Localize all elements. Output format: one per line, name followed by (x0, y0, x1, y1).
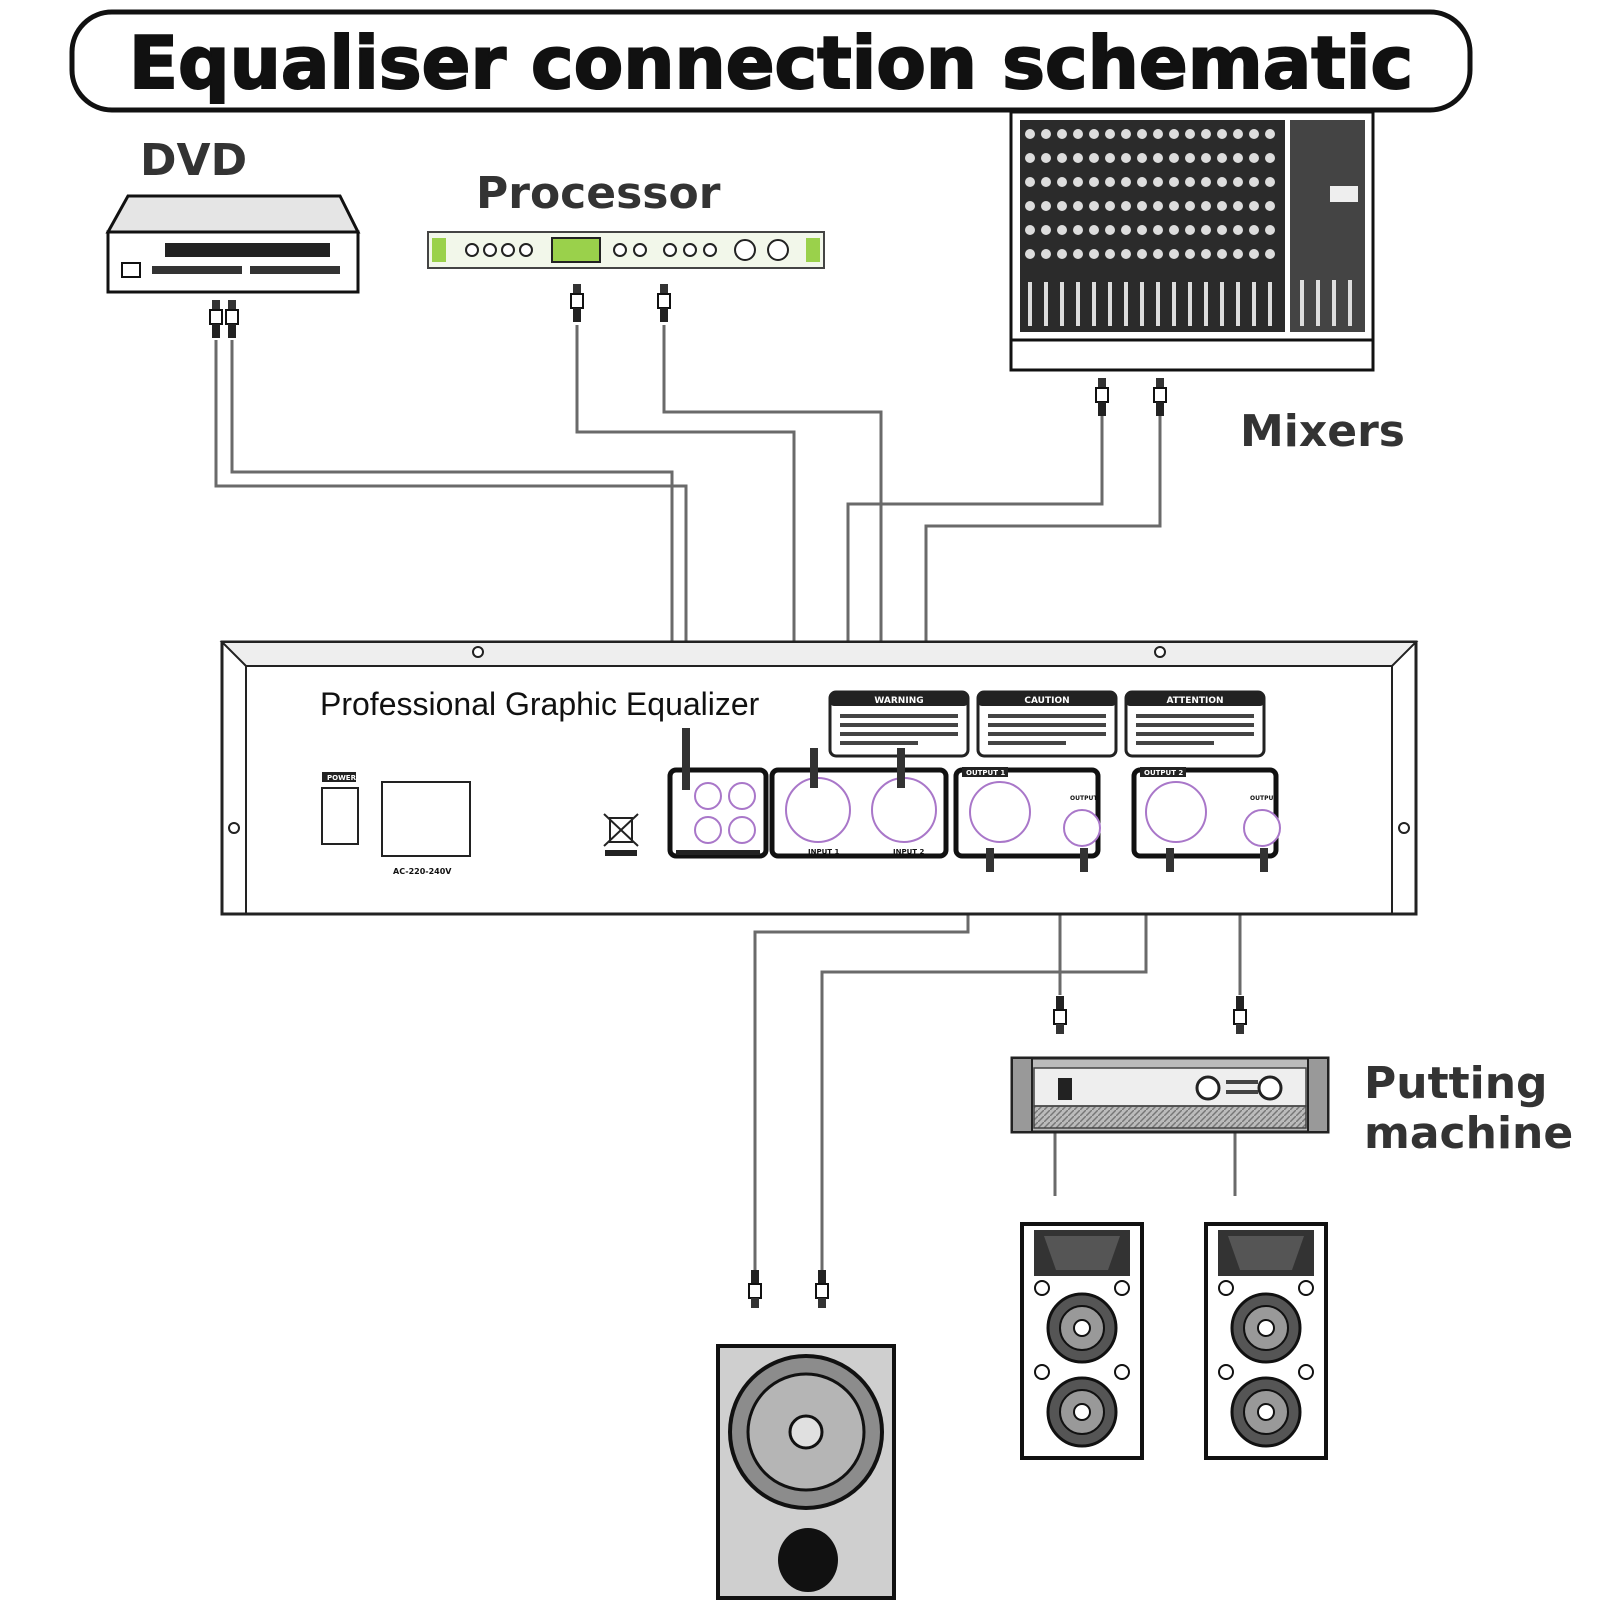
plug-mixer-1 (1095, 377, 1109, 417)
speaker-left (1020, 1222, 1144, 1460)
cable-dvd-left (214, 340, 688, 715)
voltage-label: AC-220-240V (393, 867, 452, 876)
title-banner: Equaliser connection schematic (69, 9, 1473, 113)
processor-unit: Processor (427, 168, 825, 269)
output1-block: OUTPUT 1 OUTPUT (953, 767, 1101, 859)
mixers-label: Mixers (1240, 406, 1405, 457)
power-label: POWER (327, 774, 357, 782)
panel-plugs (682, 728, 1268, 872)
input-xlr-block: INPUT 1 INPUT 2 (769, 767, 949, 859)
power-socket (381, 781, 471, 857)
plug-amp-1 (1053, 995, 1067, 1035)
weee-bin-icon (603, 813, 639, 856)
cable-out2-sub (820, 870, 1148, 1270)
plug-mixer-2 (1153, 377, 1167, 417)
output1-label: OUTPUT 1 (966, 769, 1005, 777)
input-rca-block (667, 767, 769, 859)
output2-label: OUTPUT 2 (1144, 769, 1183, 777)
amplifier-label-line1: Putting (1364, 1058, 1548, 1109)
plug-processor-2 (657, 283, 671, 323)
power-switch[interactable] (321, 787, 359, 845)
cable-processor-right (662, 325, 883, 740)
cable-out1-sub (753, 870, 970, 1270)
caution-label: CAUTION (1024, 696, 1069, 706)
plug-amp-2 (1233, 995, 1247, 1035)
plug-sub-1 (748, 1269, 762, 1309)
speaker-right (1204, 1222, 1328, 1460)
processor-label: Processor (476, 168, 721, 219)
warning-label: WARNING (874, 696, 923, 706)
input2-label: INPUT 2 (893, 848, 924, 856)
output2-small-label: OUTPUT (1250, 795, 1278, 802)
plug-processor-1 (570, 283, 584, 323)
subwoofer (716, 1344, 896, 1600)
plug-dvd-1 (209, 299, 223, 339)
page-title: Equaliser connection schematic (129, 21, 1413, 105)
plug-dvd-2 (225, 299, 239, 339)
dvd-label: DVD (140, 135, 247, 186)
output2-block: OUTPUT 2 OUTPUT (1131, 767, 1281, 859)
amplifier-label-line2: machine (1364, 1108, 1573, 1159)
output1-small-label: OUTPUT (1070, 795, 1098, 802)
cable-dvd-right (230, 340, 674, 715)
plug-sub-2 (815, 1269, 829, 1309)
equalizer-panel: Professional Graphic Equalizer POWER AC-… (219, 640, 1419, 916)
power-amplifier: Putting machine (1010, 1056, 1573, 1159)
attention-label: ATTENTION (1166, 696, 1223, 706)
warning-labels: WARNING CAUTION ATTENTION (828, 690, 1266, 758)
mixer-console: Mixers (1009, 110, 1405, 457)
dvd-player: DVD (105, 135, 361, 294)
equalizer-name: Professional Graphic Equalizer (320, 686, 760, 722)
cable-processor-left (575, 325, 796, 740)
input1-label: INPUT 1 (808, 848, 839, 856)
